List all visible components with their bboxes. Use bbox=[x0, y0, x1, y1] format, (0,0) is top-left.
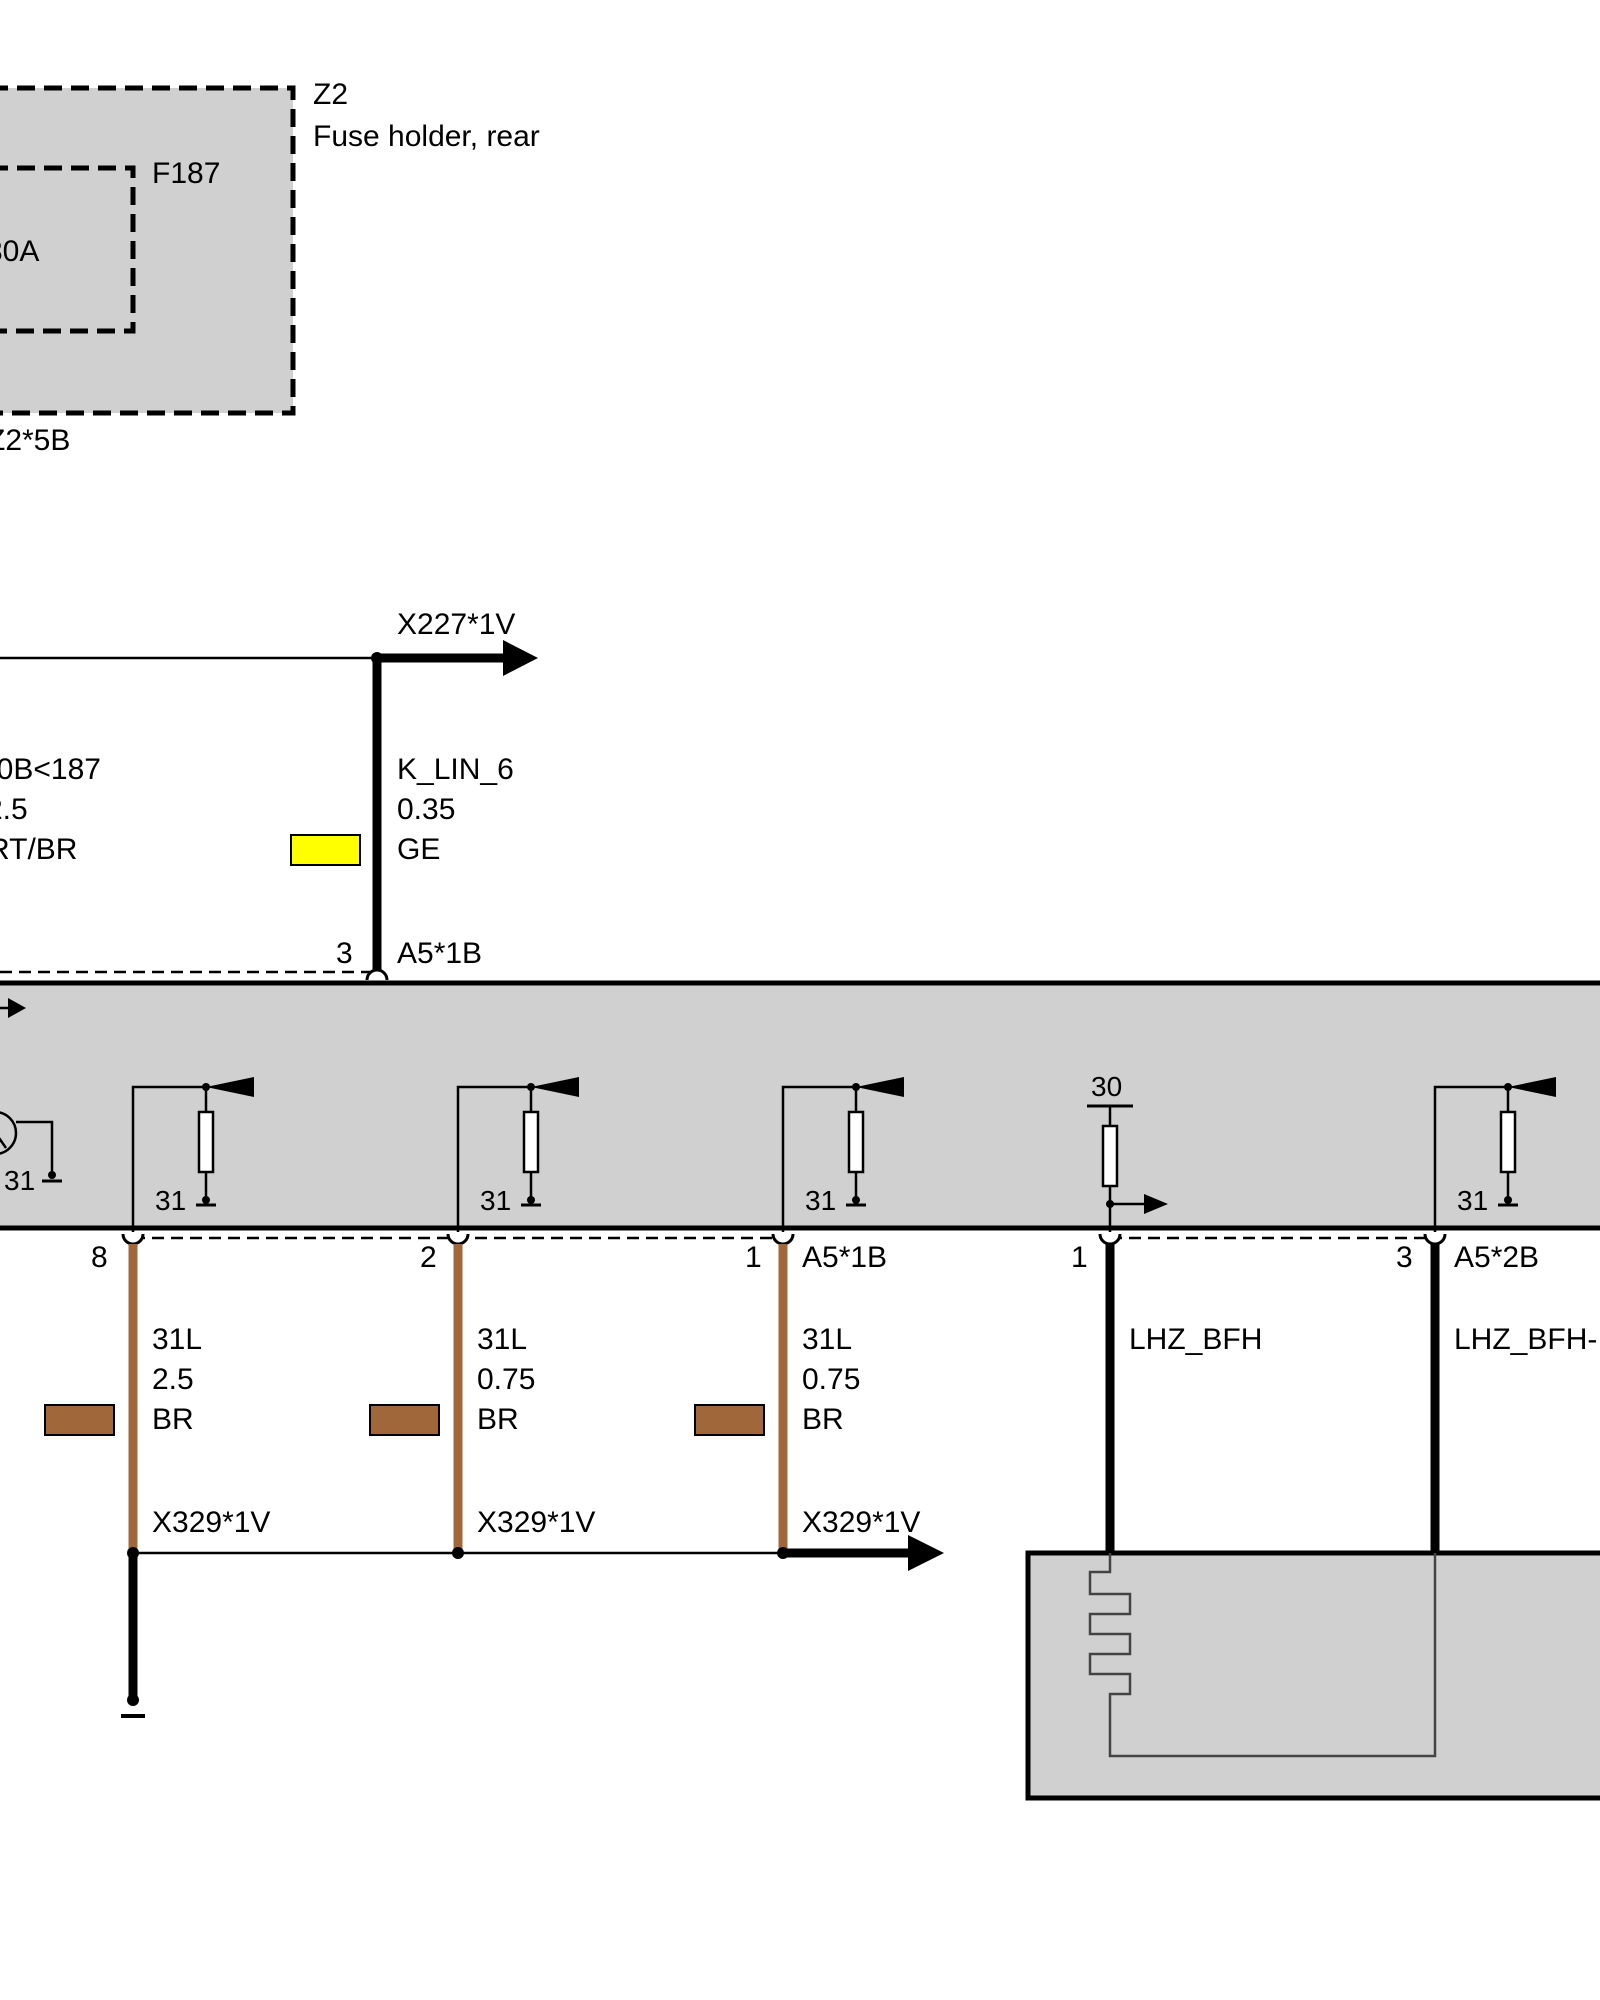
wire-color-code: BR bbox=[477, 1403, 519, 1436]
wire-color-code: BR bbox=[802, 1403, 844, 1436]
left-wire-labels: 30B<187 2.5 RT/BR bbox=[0, 753, 101, 866]
resistor-icon bbox=[1101, 1124, 1119, 1188]
supply-arrow-icon bbox=[1144, 1194, 1168, 1214]
internal-circuit-pin3: 31 bbox=[1433, 1077, 1556, 1232]
ground-wire-pin2: 2 31L 0.75 BR X329*1V bbox=[369, 1241, 595, 1553]
transistor-ground-lead bbox=[16, 1120, 54, 1176]
left-wire-color-code: RT/BR bbox=[0, 833, 77, 866]
supply-label: 30 bbox=[1091, 1071, 1122, 1102]
ground-wire-pin8: 8 31L 2.5 BR X329*1V bbox=[44, 1241, 270, 1553]
internal-circuit-pin1: 31 bbox=[781, 1077, 904, 1232]
k-lin-pin: 3 bbox=[336, 937, 353, 970]
wire-color-swatch bbox=[694, 1404, 765, 1436]
transistor-ground-label: 31 bbox=[4, 1165, 35, 1196]
heater-box-body bbox=[1025, 1550, 1600, 1801]
splice-dot bbox=[777, 1547, 789, 1559]
k-lin-wire-group: X227*1V K_LIN_6 0.35 GE 3 A5*1B bbox=[0, 608, 538, 981]
pin-symbol bbox=[446, 1233, 470, 1246]
control-module-a5: 31 31 31 bbox=[0, 980, 1600, 1232]
k-lin-pin-symbol bbox=[365, 968, 389, 981]
wire-pin: 1 bbox=[745, 1241, 762, 1274]
left-wire-signal: 30B<187 bbox=[0, 753, 101, 786]
k-lin-gauge: 0.35 bbox=[397, 793, 455, 826]
fuse-f187-body bbox=[0, 165, 136, 334]
ground-label: 31 bbox=[1457, 1185, 1488, 1216]
k-lin-arrow-head bbox=[503, 640, 538, 676]
splice-bus bbox=[121, 1535, 944, 1718]
pin-symbol bbox=[121, 1233, 145, 1246]
wire-color-swatch bbox=[44, 1404, 115, 1436]
ground-wire-pin1: 1 A5*1B 31L 0.75 BR X329*1V bbox=[694, 1241, 920, 1553]
internal-circuit-pin8: 31 bbox=[131, 1077, 254, 1232]
splice-arrow-head bbox=[908, 1535, 944, 1571]
heater-wire-3-connector: A5*2B bbox=[1454, 1241, 1539, 1274]
ground-point-dot bbox=[127, 1694, 139, 1706]
wire-gauge: 0.75 bbox=[477, 1363, 535, 1396]
module-body bbox=[0, 980, 1600, 1231]
signal-arrow-icon bbox=[856, 1077, 904, 1097]
k-lin-connector: A5*1B bbox=[397, 937, 482, 970]
fuse-holder-connector: Z2*5B bbox=[0, 424, 70, 457]
internal-circuit-pin2: 31 bbox=[456, 1077, 579, 1232]
fuse-holder-body bbox=[0, 85, 296, 416]
wire-color-code: BR bbox=[152, 1403, 194, 1436]
wire-signal: 31L bbox=[477, 1323, 527, 1356]
bottom-connectors bbox=[121, 1233, 1447, 1246]
signal-arrow-icon bbox=[1508, 1077, 1556, 1097]
heater-wire-1-pin: 1 bbox=[1071, 1241, 1088, 1274]
k-lin-junction-dot bbox=[371, 652, 383, 664]
heating-coil-icon bbox=[1088, 1553, 1437, 1758]
wire-pin: 2 bbox=[420, 1241, 437, 1274]
wire-signal: 31L bbox=[802, 1323, 852, 1356]
resistor-icon bbox=[1499, 1110, 1517, 1174]
ground-label: 31 bbox=[480, 1185, 511, 1216]
ground-label: 31 bbox=[805, 1185, 836, 1216]
k-lin-color-swatch bbox=[290, 834, 361, 866]
fuse-holder-id: Z2 bbox=[313, 78, 348, 111]
resistor-icon bbox=[522, 1110, 540, 1174]
fuse-holder-z2: Z2 Fuse holder, rear F187 30A Z2*5B bbox=[0, 78, 540, 457]
pin-symbol bbox=[771, 1233, 795, 1246]
splice-dot bbox=[452, 1547, 464, 1559]
wire-splice: X329*1V bbox=[477, 1506, 595, 1539]
left-wire-gauge: 2.5 bbox=[0, 793, 28, 826]
heater-element-box bbox=[1025, 1550, 1600, 1801]
k-lin-signal: K_LIN_6 bbox=[397, 753, 514, 786]
transistor-symbol bbox=[0, 1111, 18, 1155]
resistor-icon bbox=[847, 1110, 865, 1174]
pin-symbol bbox=[1423, 1233, 1447, 1246]
k-lin-destination: X227*1V bbox=[397, 608, 515, 641]
wire-signal: 31L bbox=[152, 1323, 202, 1356]
resistor-icon bbox=[197, 1110, 215, 1174]
heater-wires: 1 LHZ_BFH 3 A5*2B LHZ_BFH- bbox=[1071, 1241, 1597, 1553]
heater-wire-3-pin: 3 bbox=[1396, 1241, 1413, 1274]
signal-arrow-icon bbox=[531, 1077, 579, 1097]
transistor-ground-dot bbox=[48, 1171, 56, 1179]
wire-connector: A5*1B bbox=[802, 1241, 887, 1274]
fuse-id: F187 bbox=[152, 157, 220, 190]
wire-splice: X329*1V bbox=[802, 1506, 920, 1539]
wire-gauge: 0.75 bbox=[802, 1363, 860, 1396]
module-internal-arrow-head bbox=[8, 998, 26, 1018]
wire-splice: X329*1V bbox=[152, 1506, 270, 1539]
pin-symbol bbox=[1098, 1233, 1122, 1246]
transistor-emitter bbox=[0, 1137, 8, 1149]
wire-gauge: 2.5 bbox=[152, 1363, 194, 1396]
signal-arrow-icon bbox=[206, 1077, 254, 1097]
fuse-holder-name: Fuse holder, rear bbox=[313, 120, 540, 153]
wire-pin: 8 bbox=[91, 1241, 108, 1274]
heater-wire-3-signal: LHZ_BFH- bbox=[1454, 1323, 1597, 1356]
fuse-rating: 30A bbox=[0, 235, 39, 268]
heater-wire-1-signal: LHZ_BFH bbox=[1129, 1323, 1262, 1356]
ground-label: 31 bbox=[155, 1185, 186, 1216]
wire-color-swatch bbox=[369, 1404, 440, 1436]
k-lin-color-code: GE bbox=[397, 833, 440, 866]
supply-circuit: 30 bbox=[1087, 1071, 1168, 1232]
